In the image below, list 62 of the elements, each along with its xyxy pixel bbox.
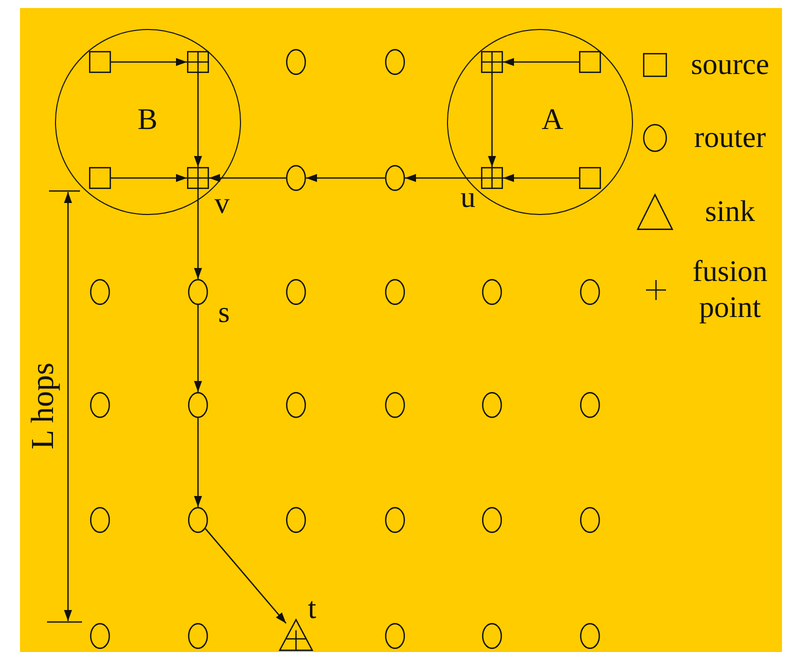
grid-square-node [480,166,502,188]
arrow [111,58,187,66]
legend-label: source [690,47,770,83]
circle-node [90,623,110,649]
circle-node [385,165,405,191]
circle-node [90,392,110,418]
circle-node [482,392,502,418]
legend-label: fusion point [692,254,768,326]
circle-node [482,279,502,305]
arrow [194,305,202,392]
node-label: s [218,298,230,328]
circle-node [580,623,600,649]
legend-label: router [693,120,767,156]
node-label: t [308,594,316,624]
square-node [88,50,110,72]
circle-node [188,507,208,533]
circle-node [286,392,306,418]
grid-square-node [186,50,208,72]
circle-node [580,392,600,418]
region-label: B [138,104,158,134]
region-circle [447,29,633,215]
arrow [503,174,579,182]
arrow [194,189,202,279]
circle-node [90,507,110,533]
node-label: u [460,183,476,213]
grid-square-node [480,50,502,72]
arrow [306,174,385,182]
circle-node [286,279,306,305]
circle-node [188,392,208,418]
arrow [194,73,202,167]
circle-node [188,279,208,305]
circle-node [482,623,502,649]
circle-node [482,507,502,533]
circle-node [188,623,208,649]
dimension-label: L hops [26,362,58,450]
circle-node [286,165,306,191]
region-label: A [542,104,564,134]
circle-node [385,623,405,649]
circle-node [286,49,306,75]
square-node [88,166,110,188]
circle-node [580,279,600,305]
triangle-node [279,619,313,651]
circle-node [90,279,110,305]
region-circle [55,29,241,215]
arrow [488,73,496,167]
square-node [578,166,600,188]
circle-node [580,507,600,533]
circle-node [385,49,405,75]
square-node [578,50,600,72]
circle-node [385,279,405,305]
arrow [194,418,202,507]
arrow [405,174,481,182]
legend-label: sink [704,194,756,230]
arrow [503,58,579,66]
circle-node [385,507,405,533]
node-label: v [214,189,230,219]
arrow [209,174,286,182]
arrow [204,528,286,624]
arrow [111,174,187,182]
circle-node [385,392,405,418]
grid-square-node [186,166,208,188]
circle-node [286,507,306,533]
